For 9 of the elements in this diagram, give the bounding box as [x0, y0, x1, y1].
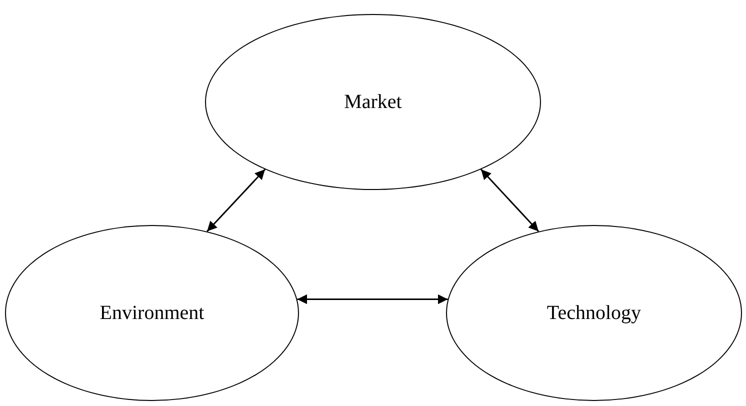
double-arrow — [206, 168, 266, 232]
node-label: Market — [344, 90, 402, 115]
double-arrow — [480, 168, 540, 232]
ellipse-node — [5, 225, 299, 401]
double-arrow — [297, 294, 448, 304]
ellipse-node — [446, 225, 742, 401]
node-label: Environment — [100, 301, 204, 326]
ellipse-node — [205, 14, 541, 190]
node-label: Technology — [546, 301, 642, 326]
